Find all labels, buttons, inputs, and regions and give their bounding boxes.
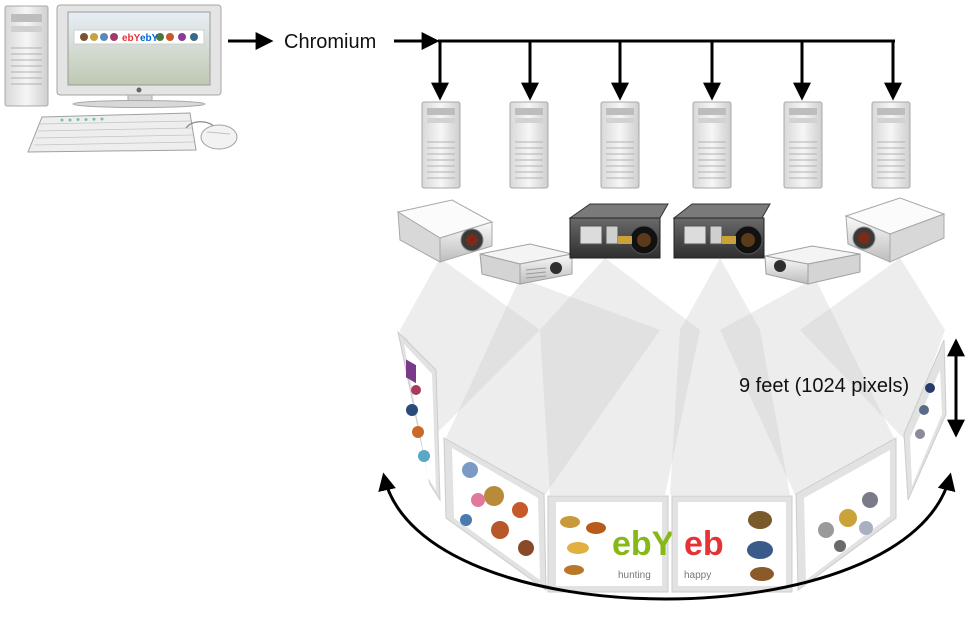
server-2 [509, 101, 549, 189]
server-6 [871, 101, 911, 189]
render-servers [421, 101, 911, 189]
projector-center-right [672, 203, 771, 259]
display-wall: ebY hunting eb happy [397, 330, 947, 593]
panel-clothing [397, 330, 441, 502]
chromium-label: Chromium [284, 31, 376, 53]
server-1 [421, 101, 461, 189]
panel-4-logo: eb [684, 525, 724, 563]
beam-right-inner [720, 278, 895, 495]
height-label: 9 feet (1024 pixels) [739, 375, 909, 397]
projector-left-outer [396, 199, 494, 263]
projector-right-small [764, 245, 861, 285]
server-5 [783, 101, 823, 189]
workstation: ebY ebY [4, 4, 238, 153]
projector-left-small [479, 243, 573, 285]
projector-right-outer [844, 197, 946, 263]
panel-4-caption: happy [684, 570, 711, 581]
panel-sandals-logo: ebY hunting [547, 495, 675, 593]
monitor-logo-2: ebY [140, 33, 159, 44]
projection-beams [400, 258, 945, 495]
server-4 [692, 101, 732, 189]
beam-right-outer [800, 258, 945, 440]
monitor-logo-1: ebY [122, 33, 141, 44]
workstation-tower [4, 5, 49, 107]
monitor-banner-items [80, 33, 198, 41]
workstation-mouse [185, 121, 238, 150]
beam-center-right [670, 258, 790, 495]
panel-logo-bags: eb happy [671, 495, 793, 593]
control-arrows [228, 32, 902, 101]
beam-center-left [540, 258, 700, 495]
server-3 [600, 101, 640, 189]
projectors [396, 197, 946, 285]
panel-3-caption: hunting [618, 570, 651, 581]
workstation-keyboard [27, 112, 197, 153]
beam-left-inner [445, 278, 660, 495]
span-arrow [378, 472, 956, 601]
projector-center-left [568, 203, 669, 259]
panel-3-logo: ebY [612, 525, 675, 563]
workstation-monitor: ebY ebY [56, 4, 222, 108]
